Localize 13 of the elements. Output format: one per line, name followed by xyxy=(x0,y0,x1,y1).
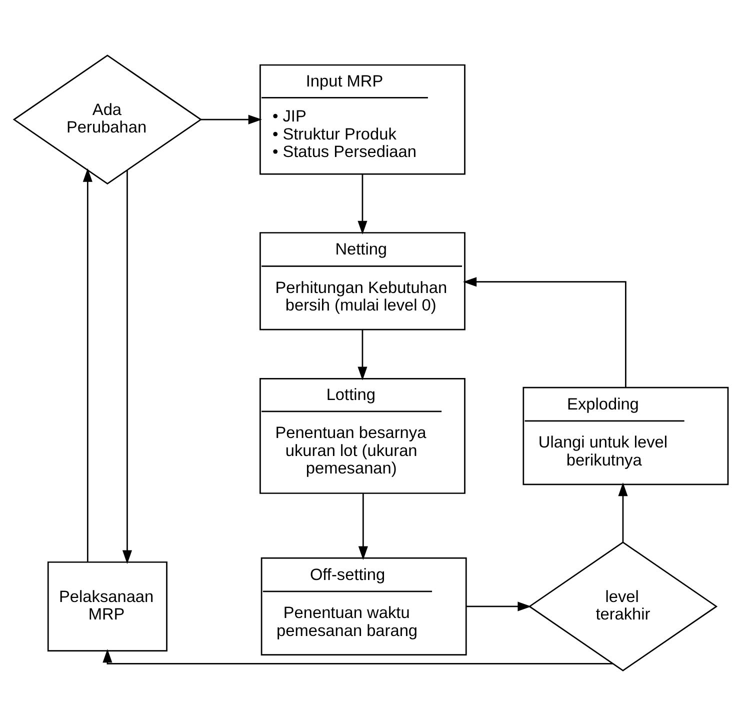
arrow xyxy=(618,482,628,542)
arrow xyxy=(122,170,132,564)
arrow xyxy=(102,648,613,664)
arrow xyxy=(462,277,626,388)
arrow xyxy=(358,330,368,380)
arrow xyxy=(358,494,368,560)
node-diamond: Ada Perubahan xyxy=(12,54,202,184)
arrow xyxy=(82,168,92,562)
arrow xyxy=(466,602,532,612)
arrow xyxy=(200,114,262,124)
node-diamond: level terakhir xyxy=(528,542,718,672)
node-box: Pelaksanaan MRP xyxy=(47,561,168,652)
arrow xyxy=(358,174,368,235)
